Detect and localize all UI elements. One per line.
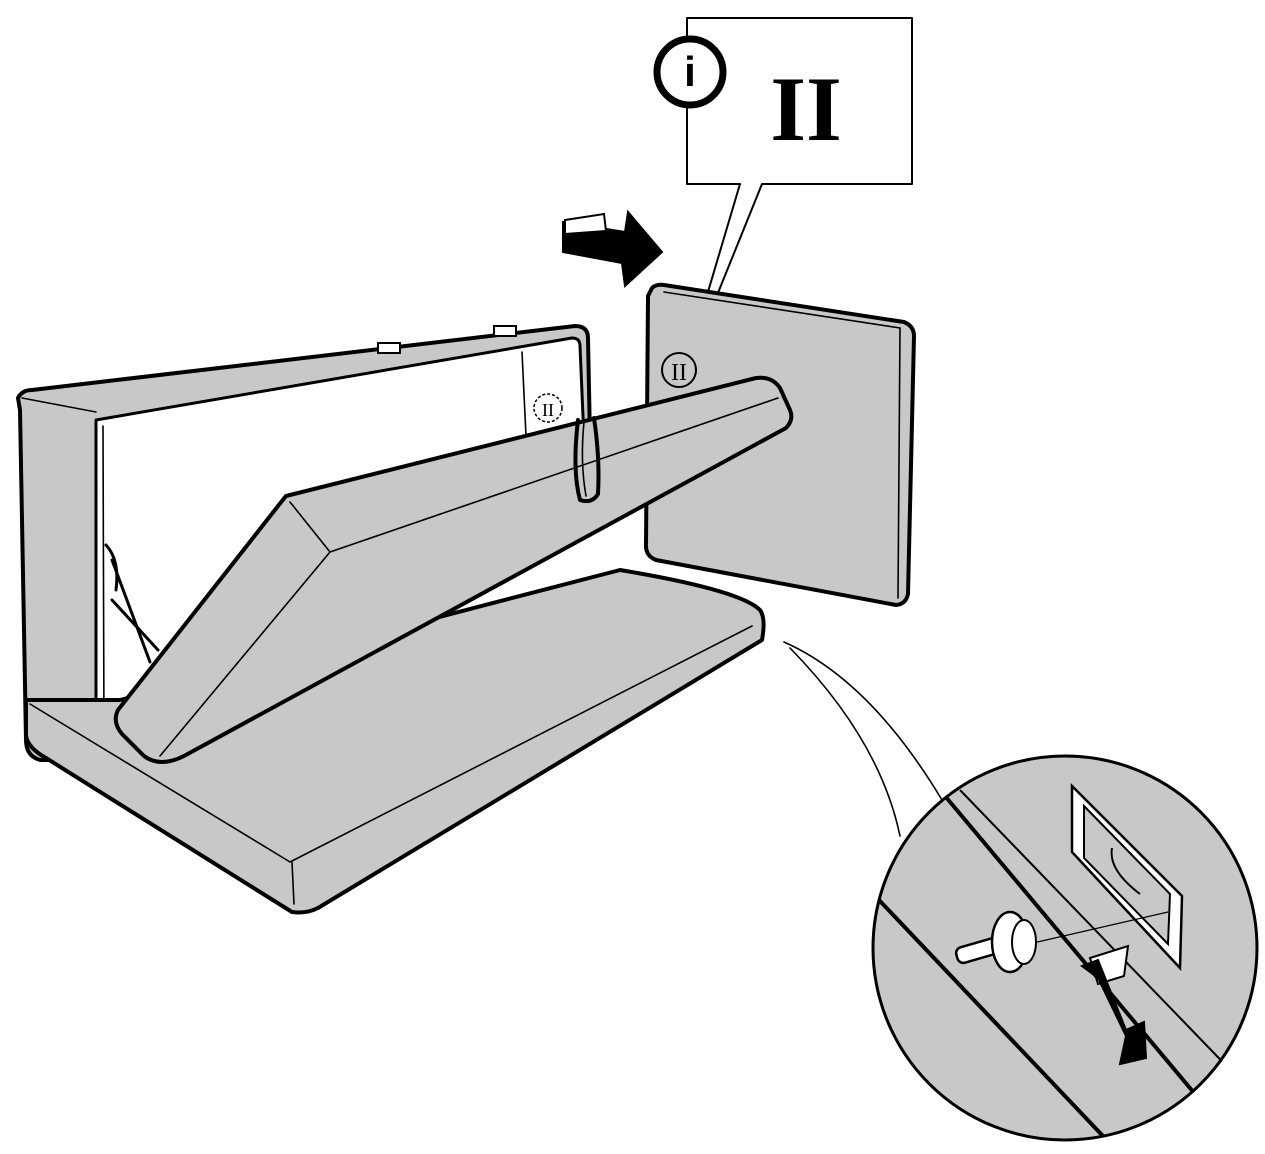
panel-marker: II [671, 360, 687, 386]
detail-magnifier [871, 754, 1259, 1142]
back-panel: II [644, 282, 916, 607]
zoom-connector [783, 641, 943, 837]
callout-label: II [770, 58, 842, 160]
pull-arrow-icon [1079, 944, 1148, 1066]
info-symbol: i [684, 48, 696, 95]
info-icon: i [653, 35, 727, 109]
push-arrow-icon [562, 209, 664, 289]
lifted-seat-cushion [113, 375, 794, 764]
callout-box: II [671, 17, 913, 351]
seat-base [24, 568, 766, 915]
frame-marker: II [542, 400, 554, 420]
